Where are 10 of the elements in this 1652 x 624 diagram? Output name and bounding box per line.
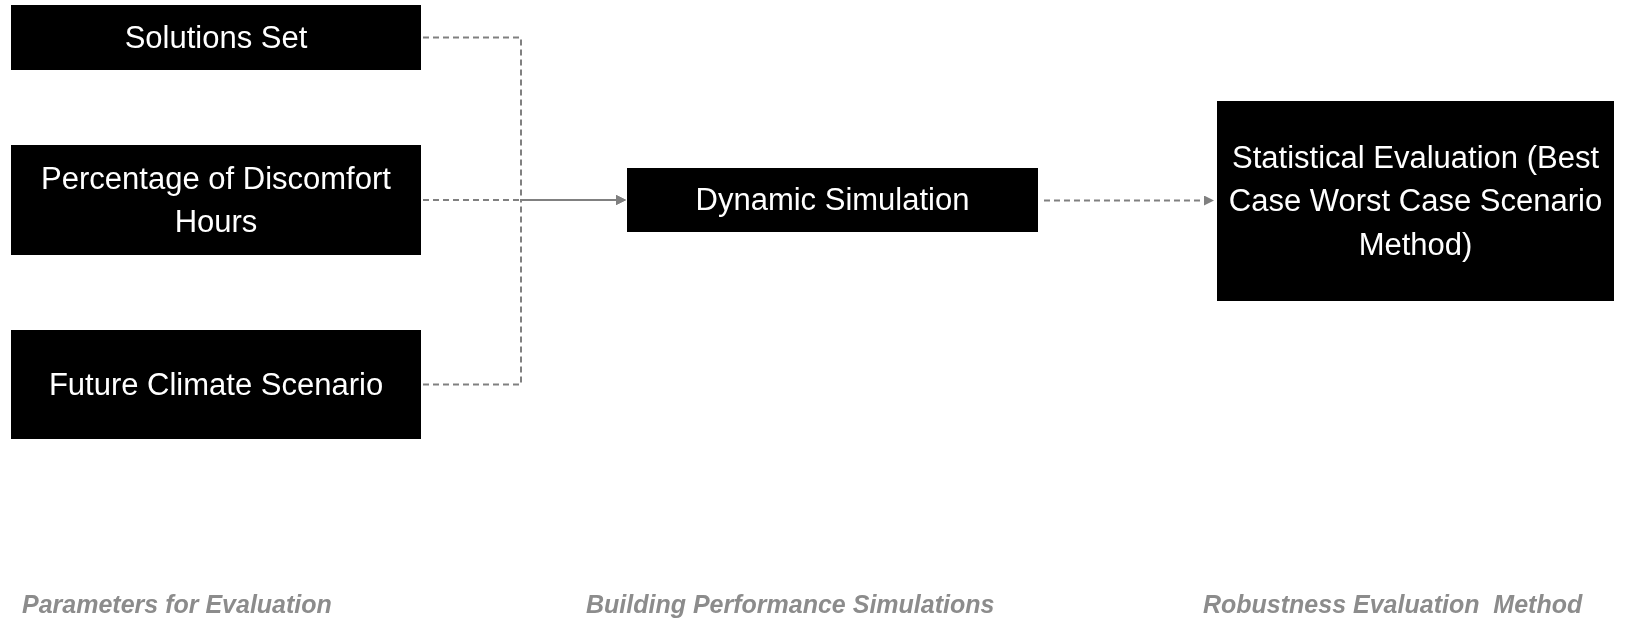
connector-arrow [422,195,626,386]
process-box: Percentage of Discomfort Hours [11,145,421,255]
section-label: Parameters for Evaluation [22,590,332,619]
connector-arrow [1043,195,1214,206]
process-box: Solutions Set [11,5,421,70]
process-box: Statistical Evaluation (Best Case Worst Case Scenario Method) [1217,101,1614,301]
section-label: Robustness Evaluation Method [1203,590,1583,619]
process-box: Future Climate Scenario [11,330,421,439]
process-box: Dynamic Simulation [627,168,1038,232]
section-label: Building Performance Simulations [586,590,995,619]
